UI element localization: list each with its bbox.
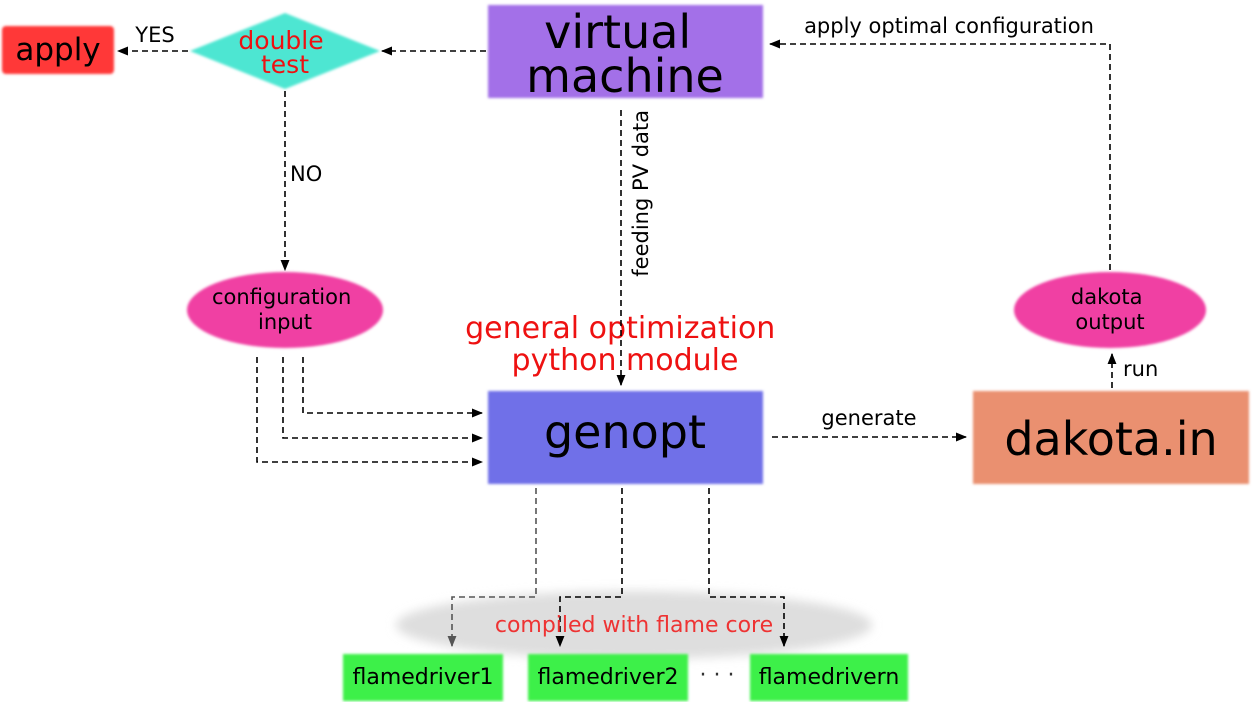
edge-config-to-genopt-2 xyxy=(282,357,484,443)
edge-label-yes: YES xyxy=(134,23,174,47)
flamedriver2-label: flamedriver2 xyxy=(537,665,678,690)
apply-label: apply xyxy=(15,32,100,68)
genopt-box[interactable] xyxy=(488,391,763,484)
flamedriver1-box[interactable] xyxy=(343,654,503,701)
edge-config-to-genopt-3 xyxy=(256,357,484,467)
dakota-in-label: dakota.in xyxy=(1004,412,1217,466)
edge-label-apply-optimal: apply optimal configuration xyxy=(804,14,1094,38)
compile-ellipse xyxy=(396,591,872,659)
dakota-in-box[interactable] xyxy=(973,391,1249,484)
edge-label-no: NO xyxy=(290,162,322,186)
virtual-machine-label: virtual machine xyxy=(526,5,724,103)
configuration-input-label: configuration input xyxy=(212,285,358,334)
edge-genopt-to-flamedriver1 xyxy=(447,488,537,648)
genopt-label: genopt xyxy=(544,405,706,459)
flamedriver2-box[interactable] xyxy=(528,654,688,701)
compiled-with-flame-core-label: compiled with flame core xyxy=(495,613,773,638)
apply-box[interactable] xyxy=(2,26,114,74)
flamedriver1-label: flamedriver1 xyxy=(352,665,493,690)
edge-label-run: run xyxy=(1123,357,1158,381)
edge-genopt-to-flamedrivern xyxy=(708,488,789,648)
flamedriver-ellipsis: · · · xyxy=(700,663,735,688)
virtual-machine-box[interactable] xyxy=(488,5,763,98)
edge-dakota-output-to-vm xyxy=(768,39,1111,270)
edge-label-generate: generate xyxy=(821,406,916,430)
dakota-output-label: dakota output xyxy=(1071,285,1149,334)
dakota-output-ellipse[interactable] xyxy=(1014,272,1206,348)
double-test-label: double test xyxy=(238,26,331,79)
edge-config-to-genopt-1 xyxy=(302,357,484,418)
double-test-diamond[interactable] xyxy=(190,13,380,89)
flamedrivern-box[interactable] xyxy=(750,654,908,701)
general-optimization-label: general optimization python module xyxy=(465,311,785,378)
edge-genopt-to-flamedriver2 xyxy=(555,488,623,648)
edge-label-feeding: feeding PV data xyxy=(629,110,653,277)
flamedrivern-label: flamedrivern xyxy=(759,665,900,690)
configuration-input-ellipse[interactable] xyxy=(187,272,383,348)
